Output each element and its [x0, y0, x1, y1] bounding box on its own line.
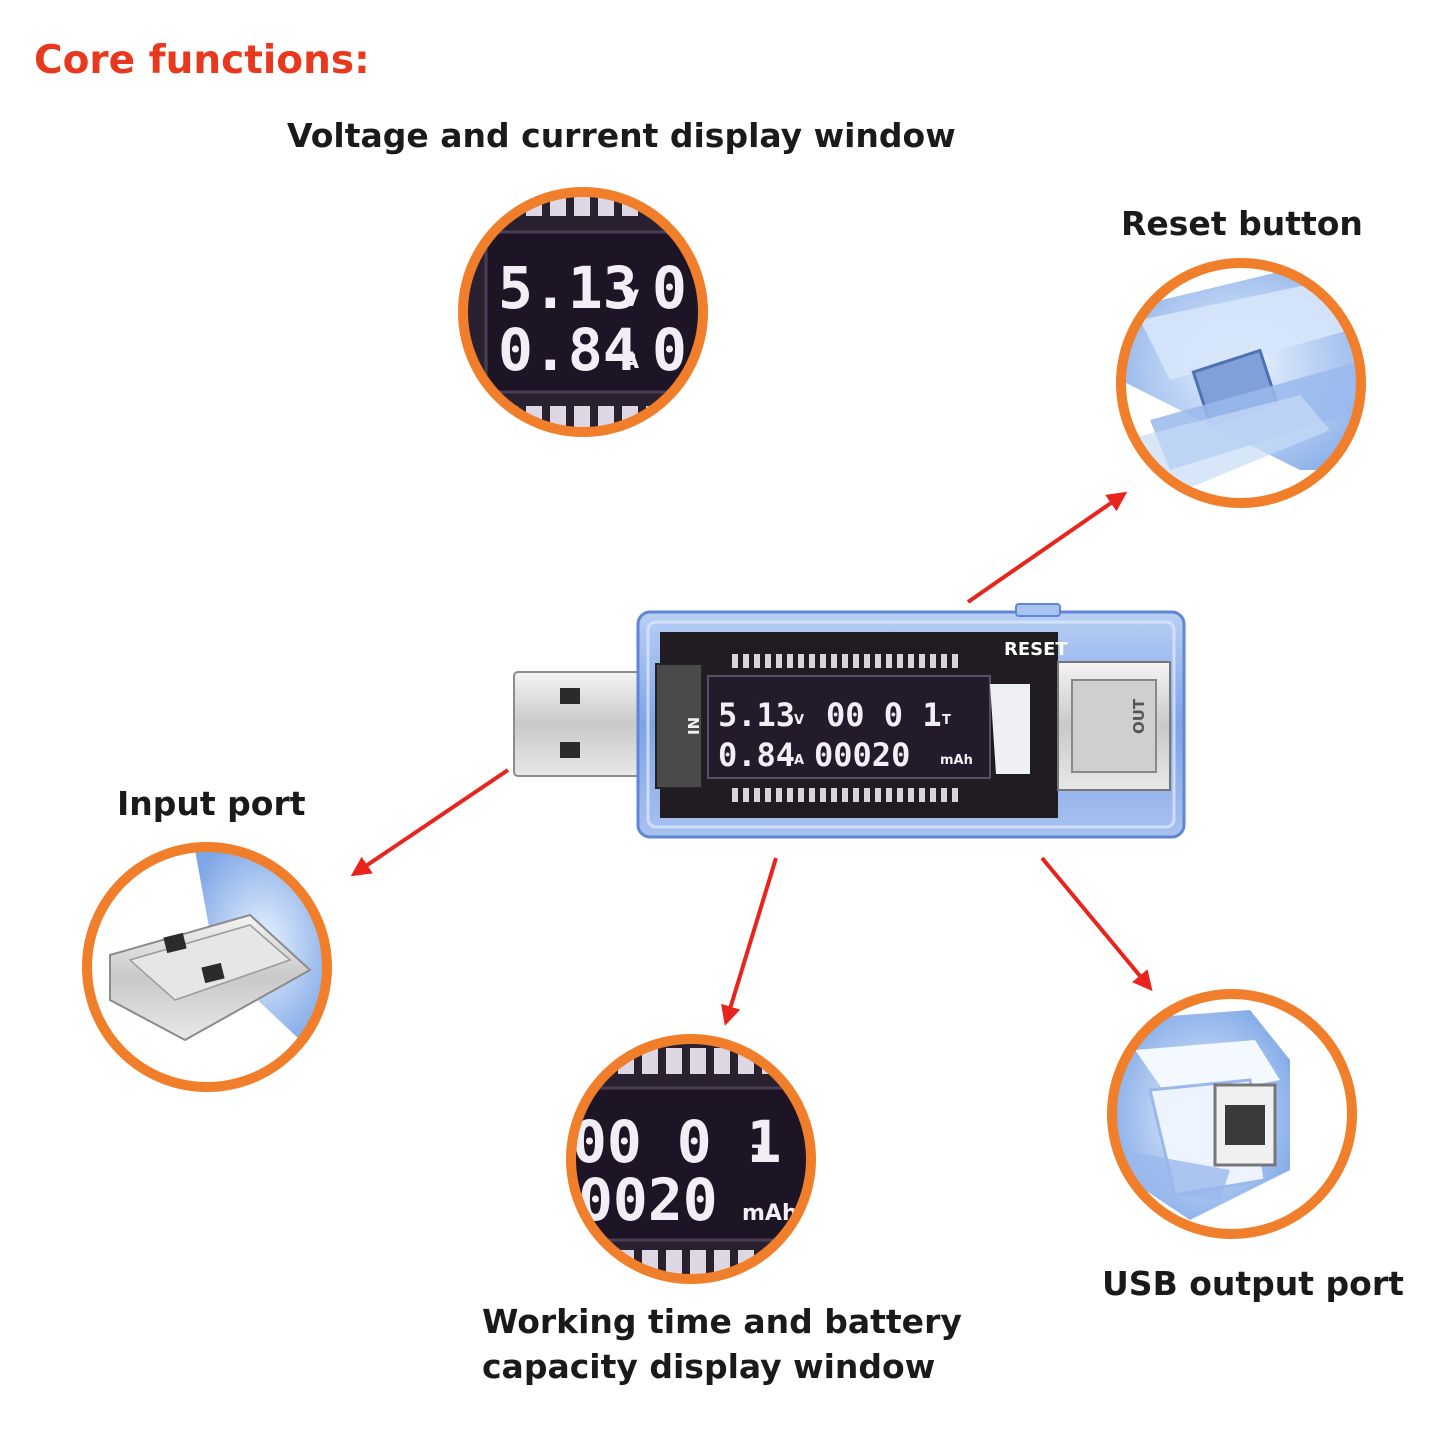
reset-zoom-circle — [1116, 258, 1366, 508]
page-heading: Core functions: — [34, 38, 370, 83]
time-zoom-ring — [566, 1034, 816, 1284]
output-port-label: USB output port — [1102, 1264, 1404, 1303]
input-connector — [655, 663, 703, 789]
lcd-current-value: 0.84 — [718, 736, 795, 774]
output-zoom-circle — [1107, 989, 1357, 1239]
zoom-time-unit: T — [752, 1140, 769, 1168]
reset-button[interactable] — [1015, 603, 1061, 617]
time-capacity-label-line1: Working time and battery — [482, 1302, 962, 1341]
input-port-label: Input port — [117, 784, 306, 823]
reset-silkscreen-label: RESET — [1004, 639, 1068, 660]
output-zoom-ring — [1107, 989, 1357, 1239]
zoom-current-value: 0.84 — [498, 316, 638, 384]
reset-zoom-ring — [1116, 258, 1366, 508]
in-port-label: IN — [685, 717, 703, 735]
display-connector — [990, 684, 1030, 774]
time-capacity-label-line2: capacity display window — [482, 1346, 936, 1386]
lcd-capacity-unit: mAh — [940, 753, 973, 768]
zoom-current-unit: A — [622, 349, 639, 374]
zoom-time-value: 00 0 1 — [572, 1108, 782, 1176]
arrow-down-left-icon — [350, 768, 510, 877]
usb-plug — [513, 671, 645, 777]
lcd-voltage-value: 5.13 — [718, 696, 795, 734]
voltage-zoom-circle: 5.13 V 0 0.84 A 0 — [458, 187, 708, 437]
reset-button-label: Reset button — [1121, 204, 1363, 243]
arrow-up-right-icon — [966, 491, 1128, 604]
input-zoom-circle — [82, 842, 332, 1092]
usb-plug-hole-1 — [560, 688, 580, 704]
usb-tester-device: IN 5.13 V 00 0 1 T 0.84 A 00020 mAh — [513, 603, 1186, 839]
zoom-capacity-value: 0020 — [578, 1166, 718, 1234]
voltage-zoom-ring — [458, 187, 708, 437]
arrow-down-icon — [721, 857, 778, 1026]
lcd-time-unit: T — [942, 713, 951, 728]
zoom-voltage-unit: V — [622, 287, 639, 312]
input-zoom-ring — [82, 842, 332, 1092]
zoom-voltage-cut-digit: 0 — [652, 254, 687, 322]
lcd-time-value: 00 0 1 — [826, 696, 942, 734]
time-capacity-label: Working time and battery capacity displa… — [482, 1300, 962, 1389]
usb-plug-hole-2 — [560, 742, 580, 758]
lcd-capacity-value: 00020 — [814, 736, 910, 774]
voltage-window-label: Voltage and current display window — [287, 116, 956, 155]
arrow-down-right-icon — [1040, 856, 1153, 992]
lcd-pins — [732, 654, 958, 802]
zoom-voltage-value: 5.13 — [498, 254, 638, 322]
lcd-screen — [707, 675, 991, 779]
lcd-current-unit: A — [794, 753, 804, 768]
lcd-voltage-unit: V — [794, 713, 804, 728]
time-zoom-circle: 00 0 1 T 0020 mAh — [566, 1034, 816, 1284]
out-port-label: OUT — [1130, 698, 1148, 734]
